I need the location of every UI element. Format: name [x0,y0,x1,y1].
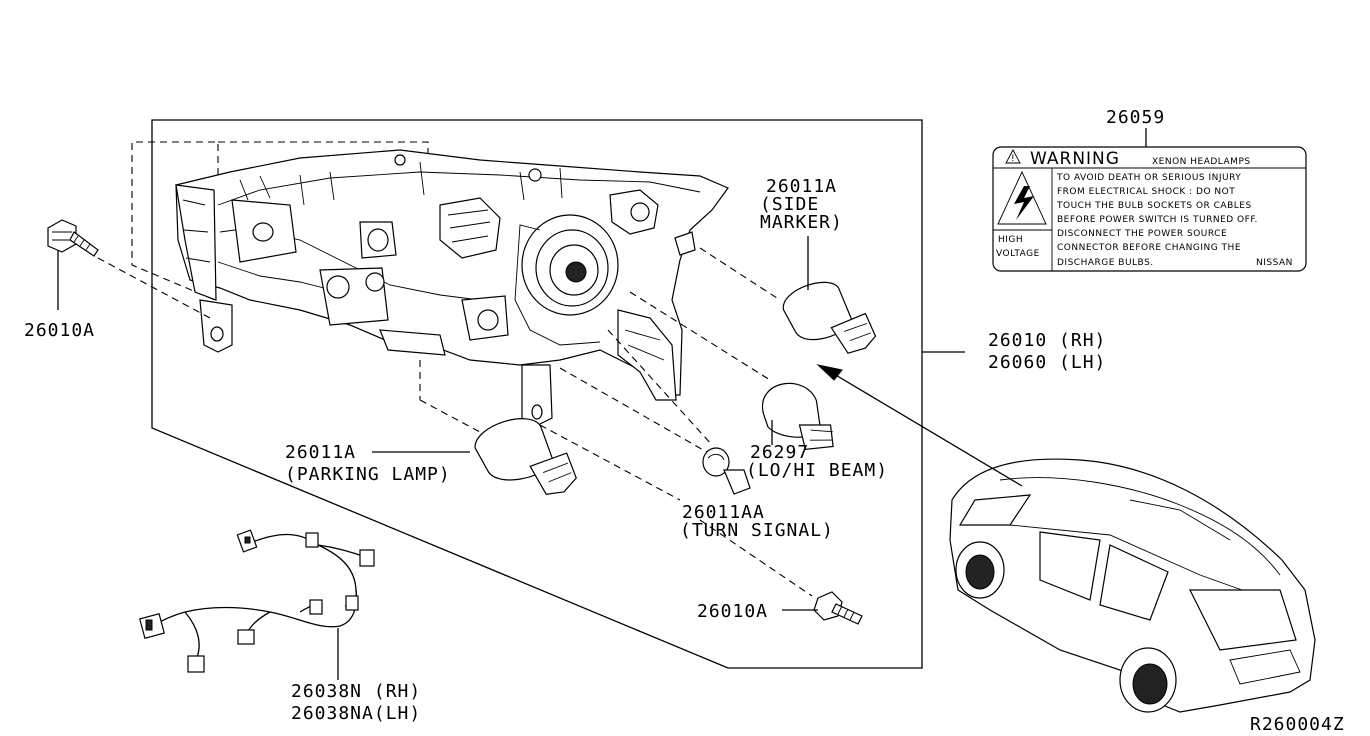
warning-line-7: DISCHARGE BULBS. [1057,258,1154,268]
harness-rh-label: 26038N (RH) [291,681,421,702]
turn-signal-bulb [702,447,751,495]
assembly-lh-label: 26060 (LH) [988,352,1106,373]
warning-brand: NISSAN [1256,258,1293,268]
assembly-rh-label: 26010 (RH) [988,330,1106,351]
high-voltage-icon [997,170,1047,225]
assembly-boundary [151,119,923,669]
warning-label: ! [992,146,1307,272]
warning-subtitle: XENON HEADLAMPS [1152,157,1251,167]
bolt-bottom-label: 26010A [697,601,768,622]
warning-line-5: DISCONNECT THE POWER SOURCE [1057,229,1227,239]
side-marker-desc2-label: MARKER) [760,212,843,233]
bolt-top-label: 26010A [24,320,95,341]
bolt-bottom [813,591,863,625]
warning-line-1: TO AVOID DEATH OR SERIOUS INJURY [1056,173,1241,183]
beam-desc-label: (LO/HI BEAM) [746,460,888,481]
side-marker-bulb [782,281,877,354]
figure-code: R260004Z [1250,714,1345,735]
wire-harness [139,529,375,673]
warning-voltage: VOLTAGE [996,249,1040,259]
svg-text:!: ! [1011,154,1015,164]
warning-high: HIGH [998,235,1023,245]
parking-bulb [474,418,577,495]
beam-part-label: 26297 [750,442,809,463]
warning-line-6: CONNECTOR BEFORE CHANGING THE [1057,243,1241,253]
warning-part-label: 26059 [1106,107,1165,128]
parking-part-label: 26011A [285,442,356,463]
bolt-top [47,219,99,257]
turn-part-label: 26011AA [682,502,765,523]
side-marker-part-label: 26011A [766,176,837,197]
side-marker-desc-label: (SIDE [760,194,819,215]
warning-title: WARNING [1030,149,1120,169]
harness-lh-label: 26038NA(LH) [291,703,421,724]
parking-desc-label: (PARKING LAMP) [285,464,451,485]
turn-desc-label: (TURN SIGNAL) [680,520,834,541]
vehicle-silhouette [949,458,1316,713]
warning-line-3: TOUCH THE BULB SOCKETS OR CABLES [1056,201,1252,211]
headlamp-assembly [175,149,729,427]
warning-triangle-icon [1005,149,1021,164]
warning-line-2: FROM ELECTRICAL SHOCK : DO NOT [1057,187,1235,197]
beam-bulb [761,382,834,451]
warning-line-4: BEFORE POWER SWITCH IS TURNED OFF. [1057,215,1258,225]
